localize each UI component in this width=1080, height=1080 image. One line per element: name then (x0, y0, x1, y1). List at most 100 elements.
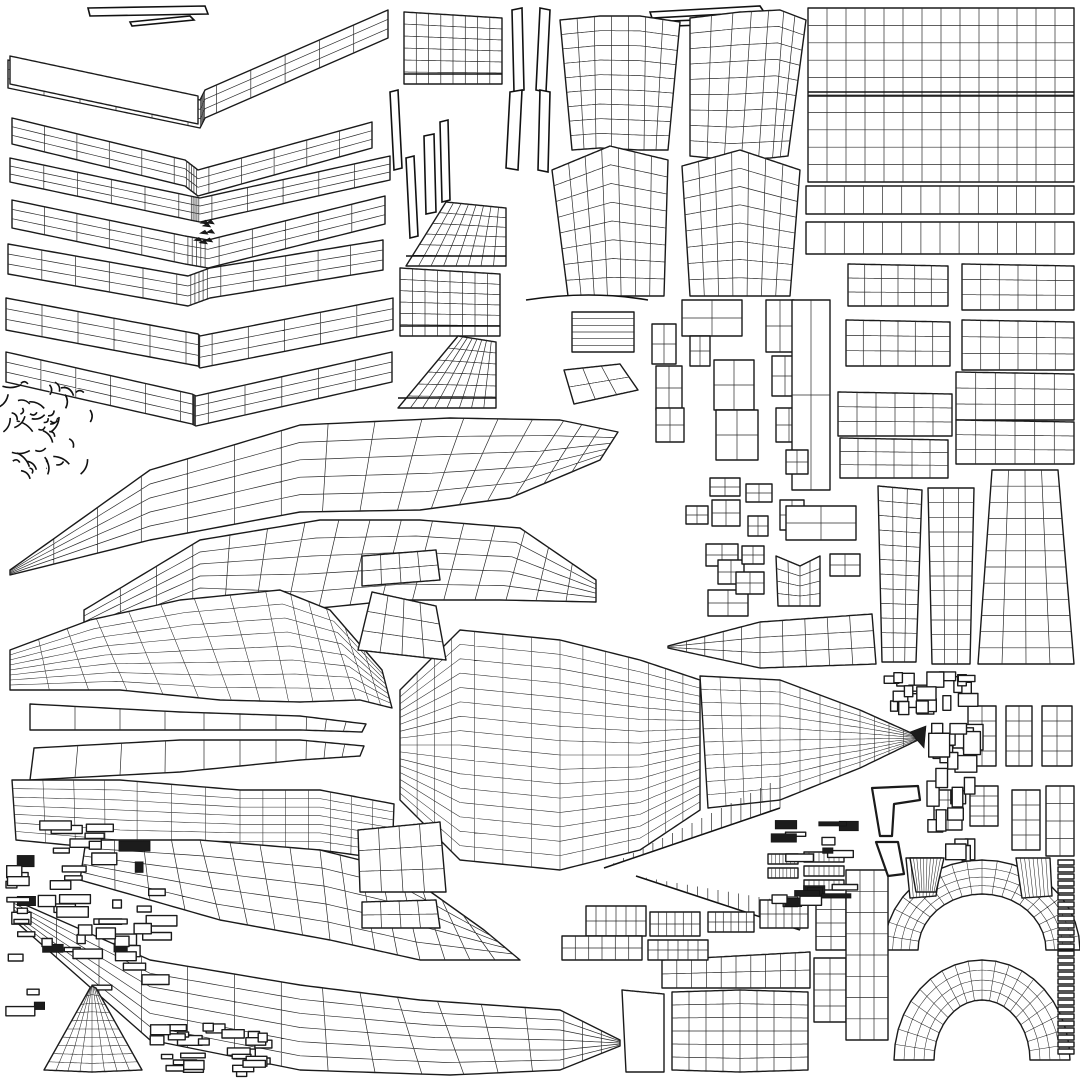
brick-piece (77, 924, 93, 936)
central-body-island (357, 549, 701, 929)
debris-piece (29, 467, 34, 474)
island-wireframe (686, 506, 708, 524)
brick-piece (49, 880, 72, 891)
island-outline (893, 959, 1071, 1061)
chevron-strip (7, 239, 384, 307)
brick-piece (141, 931, 173, 941)
chevron-strip (11, 117, 373, 197)
brick-piece (1057, 957, 1075, 964)
island-wireframe (361, 551, 439, 585)
island-wireframe (11, 125, 373, 195)
stack-block (1011, 789, 1041, 851)
island-wireframe (648, 940, 708, 960)
brick-piece (147, 888, 166, 897)
brick-piece (945, 843, 967, 861)
brick-piece (903, 685, 914, 698)
large-sheet-island (805, 7, 1075, 255)
comb-block (585, 905, 647, 937)
island-outline (357, 821, 447, 893)
island-outline (11, 117, 373, 197)
island-wireframe (838, 392, 952, 436)
grille-row (767, 867, 799, 879)
island-outline (357, 591, 447, 661)
island-wireframe (48, 986, 138, 1072)
brick-piece (1057, 1048, 1075, 1055)
island-outline (9, 589, 393, 709)
island-wireframe (656, 408, 684, 442)
arch-island-group (883, 857, 1080, 1061)
island-wireframe (652, 324, 676, 364)
comb-block (707, 911, 755, 933)
small-block (707, 589, 749, 617)
brick-piece (91, 852, 118, 866)
bottom-slab (845, 869, 889, 1041)
chevron-edge (9, 55, 199, 125)
small-block (685, 505, 709, 525)
brick-piece (7, 953, 24, 962)
fin-island (397, 335, 497, 409)
brick-piece (181, 1059, 205, 1071)
island-wireframe (13, 902, 621, 1075)
wing-strip (29, 703, 367, 733)
brick-piece (76, 933, 86, 945)
island-outline (563, 363, 639, 405)
brick-piece (1057, 950, 1075, 957)
brick-piece (1057, 992, 1075, 999)
island-wireframe (708, 912, 754, 932)
brick-piece (1057, 929, 1075, 936)
island-wireframe (771, 868, 795, 878)
brick-piece (915, 700, 929, 714)
debris-piece (205, 229, 216, 234)
brick-piece (5, 1005, 36, 1017)
brick-piece (88, 840, 102, 850)
island-outline (1015, 857, 1053, 899)
brick-piece (831, 883, 859, 891)
arch-island (893, 959, 1071, 1061)
small-block (571, 311, 635, 353)
brick-piece (889, 700, 899, 712)
island-wireframe (1046, 786, 1074, 856)
grille-row (909, 857, 945, 893)
brick-piece (1057, 880, 1075, 887)
debris-piece (12, 458, 21, 463)
brick-piece (179, 1052, 206, 1059)
debris-piece (193, 236, 203, 242)
box-strip (839, 437, 949, 479)
sheet-strip (805, 221, 1075, 255)
island-wireframe (9, 418, 615, 575)
comb-teeth (613, 778, 781, 865)
brick-piece (111, 899, 123, 909)
island-wireframe (667, 615, 875, 668)
small-block (681, 299, 743, 337)
island-wireframe (961, 264, 1075, 310)
brick-piece (1057, 978, 1075, 985)
island-outline (7, 239, 384, 307)
small-block (829, 553, 861, 577)
brick-piece (1057, 915, 1075, 922)
island-wireframe (716, 410, 758, 460)
small-block (765, 299, 795, 353)
island-outline (397, 335, 497, 409)
bottom-panel (671, 989, 809, 1073)
small-block (655, 407, 685, 443)
nose-panel (667, 613, 877, 669)
debris-piece (80, 459, 89, 475)
island-wireframe (561, 16, 679, 151)
island-wireframe (1020, 857, 1049, 898)
brick-piece (1057, 887, 1075, 894)
debris-piece (199, 229, 209, 235)
brick-piece (893, 672, 904, 684)
island-wireframe (682, 300, 742, 336)
wing-root (9, 589, 393, 709)
brick-piece (165, 1064, 185, 1072)
island-wireframe (1012, 790, 1040, 850)
fin-island-group (397, 11, 507, 409)
brick-piece (141, 974, 170, 986)
brick-piece (133, 922, 153, 935)
debris-piece (16, 420, 34, 433)
box-strip (845, 319, 951, 367)
brick-piece (56, 906, 89, 918)
debris-piece (198, 239, 208, 245)
small-block (785, 505, 857, 541)
brick-piece (942, 695, 952, 712)
